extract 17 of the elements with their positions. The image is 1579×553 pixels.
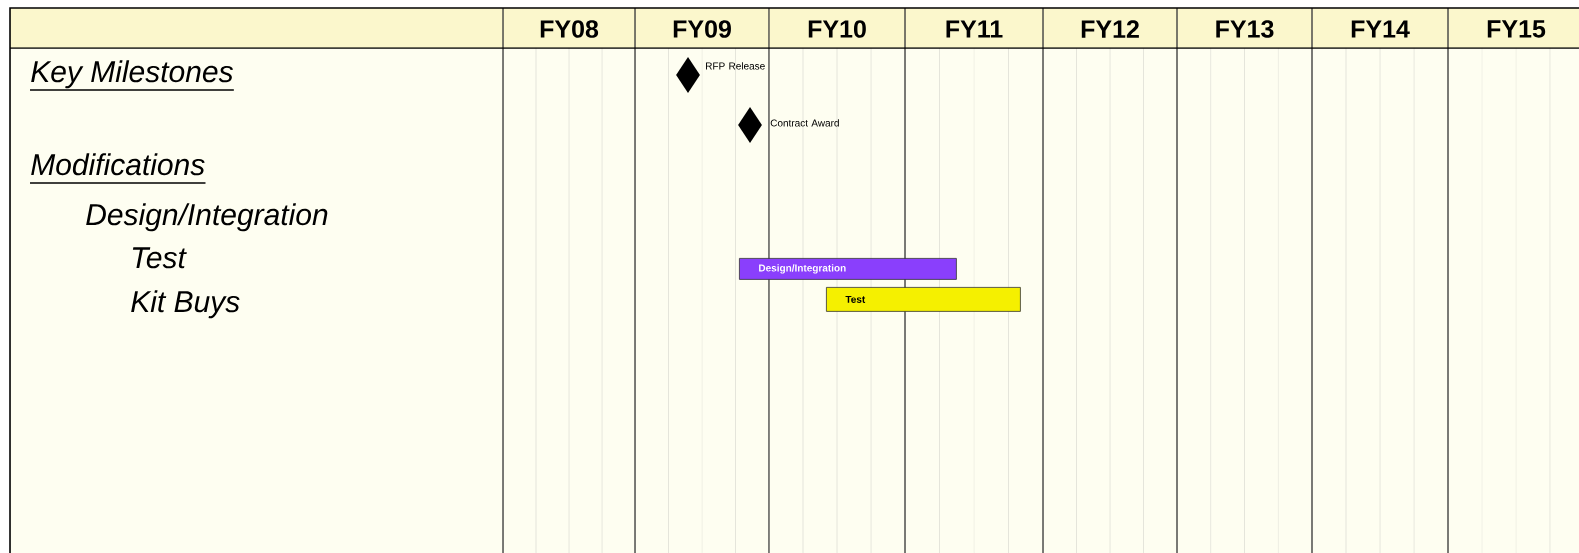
year-header: FY11 — [946, 20, 1003, 38]
row-label: Test — [132, 247, 187, 269]
year-header: FY14 — [1351, 20, 1410, 38]
year-header: FY13 — [1216, 20, 1274, 38]
row-label: Kit Buys — [131, 290, 240, 319]
year-header: FY09 — [673, 20, 731, 38]
schedule-bar: Test — [826, 287, 1021, 312]
year-header: FY08 — [540, 20, 599, 38]
milestone-label: Contract Award — [770, 119, 839, 127]
row-heading: Key Milestones — [29, 60, 235, 91]
row-label: Design/Integration — [86, 203, 328, 232]
year-header: FY10 — [808, 20, 866, 38]
schedule-bar: Design/Integration — [739, 258, 957, 280]
row-heading: Modifications — [29, 153, 207, 184]
milestone-label: RFP Release — [706, 62, 765, 70]
year-header: FY12 — [1081, 20, 1139, 38]
year-header: FY15 — [1487, 20, 1546, 38]
